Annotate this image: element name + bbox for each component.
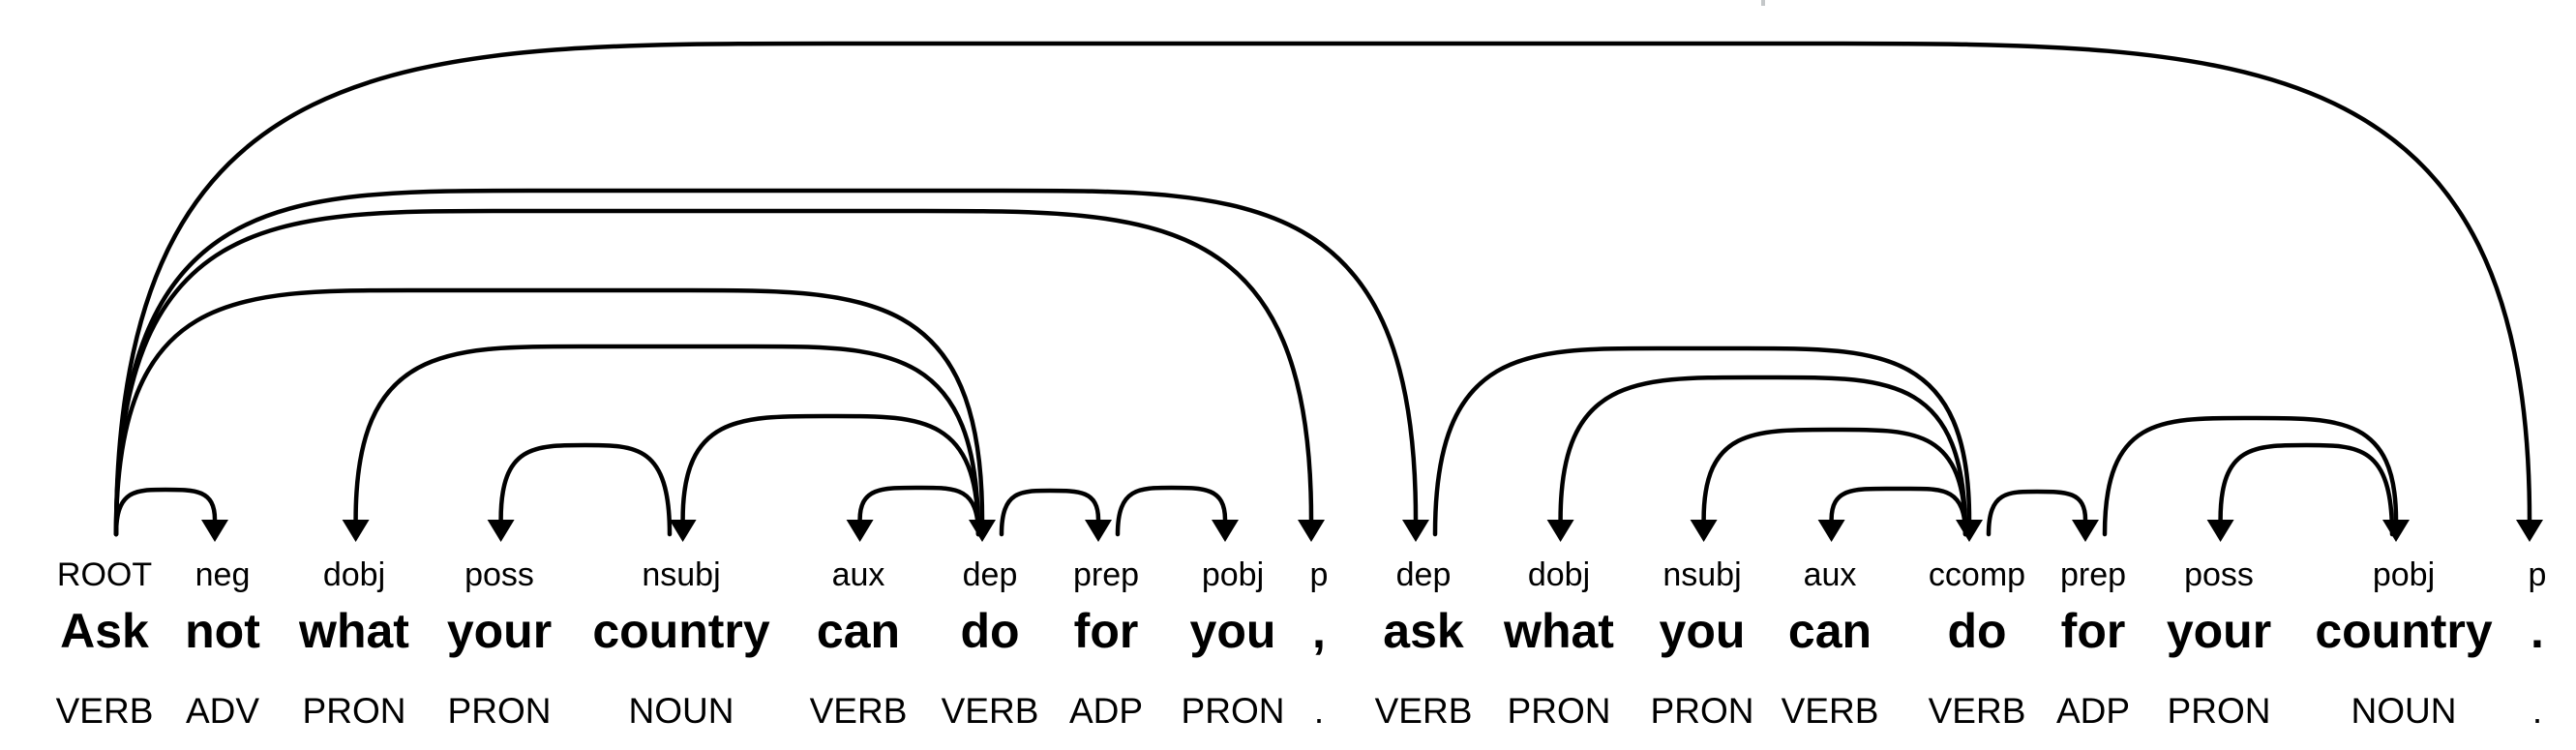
dep-label: prep bbox=[2059, 556, 2127, 593]
token-word: you bbox=[1189, 604, 1276, 658]
dep-label: p bbox=[1309, 556, 1329, 593]
pos-tag: VERB bbox=[1781, 691, 1879, 731]
arrowhead-icon bbox=[669, 520, 697, 542]
pos-tag: VERB bbox=[1374, 691, 1473, 731]
dep-label: nsubj bbox=[642, 556, 721, 593]
arrowhead-icon bbox=[1817, 520, 1845, 542]
dep-label: aux bbox=[1803, 556, 1857, 593]
token-word: do bbox=[960, 604, 1020, 658]
dependency-arc-ccomp bbox=[1432, 345, 1972, 537]
arrowhead-icon bbox=[2072, 520, 2099, 542]
dep-label: prep bbox=[1072, 556, 1140, 593]
token-word: for bbox=[2060, 604, 2126, 658]
dep-label: poss bbox=[464, 556, 534, 593]
token-word: can bbox=[1787, 604, 1872, 658]
dep-label: p bbox=[2528, 556, 2547, 593]
token-word: what bbox=[299, 604, 409, 658]
pos-tag: VERB bbox=[1928, 691, 2026, 731]
arrowhead-icon bbox=[969, 520, 996, 542]
pos-tag: NOUN bbox=[628, 691, 734, 731]
arrowhead-icon bbox=[1956, 520, 1983, 542]
pos-tag: PRON bbox=[1181, 691, 1285, 731]
dependency-arc-aux bbox=[1829, 486, 1968, 537]
dep-label: dep bbox=[1395, 556, 1452, 593]
dependency-arc-dep bbox=[113, 287, 985, 537]
dependency-arc-prep bbox=[1986, 489, 2088, 537]
dependency-arc-poss bbox=[2218, 442, 2395, 537]
pos-tag: PRON bbox=[447, 691, 552, 731]
pos-tag: VERB bbox=[809, 691, 908, 731]
arrowhead-icon bbox=[2206, 520, 2234, 542]
dependency-arc-nsubj bbox=[1701, 427, 1968, 537]
dependency-arc-neg bbox=[113, 487, 218, 537]
arrowhead-icon bbox=[487, 520, 515, 542]
pos-tag: PRON bbox=[302, 691, 406, 731]
token-word: . bbox=[2531, 604, 2544, 658]
dep-label: pobj bbox=[2372, 556, 2436, 593]
pos-tag: . bbox=[1313, 691, 1325, 731]
pos-tag: ADV bbox=[185, 691, 260, 731]
dep-label: pobj bbox=[1201, 556, 1265, 593]
pos-tag: ADP bbox=[2055, 691, 2131, 731]
dep-label: nsubj bbox=[1662, 556, 1742, 593]
dep-label: dep bbox=[962, 556, 1018, 593]
arrowhead-icon bbox=[342, 520, 370, 542]
token-word: for bbox=[1073, 604, 1139, 658]
token-word: ask bbox=[1383, 604, 1464, 658]
dep-label: ccomp bbox=[1928, 556, 2026, 593]
arrowhead-icon bbox=[1690, 520, 1718, 542]
arrowhead-icon bbox=[2516, 520, 2543, 542]
stray-mark bbox=[1761, 0, 1765, 6]
arrowhead-icon bbox=[1298, 520, 1325, 542]
dependency-arc-p bbox=[113, 208, 1314, 537]
pos-tag: NOUN bbox=[2351, 691, 2457, 731]
dependency-arc-p bbox=[113, 41, 2532, 537]
pos-tag: VERB bbox=[941, 691, 1039, 731]
arrowhead-icon bbox=[1085, 520, 1112, 542]
token-word: not bbox=[185, 604, 260, 658]
token-word: country bbox=[2315, 604, 2493, 658]
token-word: , bbox=[1312, 604, 1326, 658]
dep-label: neg bbox=[195, 556, 251, 593]
pos-tag: PRON bbox=[2167, 691, 2271, 731]
dependency-arc-pobj bbox=[2102, 415, 2399, 537]
pos-tag: ADP bbox=[1068, 691, 1144, 731]
pos-tag: . bbox=[2531, 691, 2543, 731]
arrowhead-icon bbox=[1212, 520, 1239, 542]
token-word: can bbox=[816, 604, 901, 658]
dependency-arc-poss bbox=[498, 442, 673, 537]
dependency-arc-nsubj bbox=[680, 413, 981, 537]
pos-tag: PRON bbox=[1650, 691, 1754, 731]
pos-tag: PRON bbox=[1507, 691, 1611, 731]
token-word: your bbox=[2166, 604, 2272, 658]
dependency-arc-dep bbox=[113, 188, 1419, 537]
arrowhead-icon bbox=[1546, 520, 1574, 542]
arrowhead-icon bbox=[846, 520, 874, 542]
token-word: Ask bbox=[60, 604, 149, 658]
arrowhead-icon bbox=[1402, 520, 1429, 542]
dependency-arc-dobj bbox=[1558, 375, 1968, 537]
arrowhead-icon bbox=[2382, 520, 2410, 542]
token-word: do bbox=[1947, 604, 2007, 658]
pos-tag: VERB bbox=[55, 691, 154, 731]
dependency-arc-aux bbox=[857, 485, 981, 537]
token-word: you bbox=[1659, 604, 1746, 658]
token-word: your bbox=[446, 604, 553, 658]
dependency-arc-prep bbox=[999, 488, 1101, 537]
dep-label: dobj bbox=[1527, 556, 1591, 593]
dependency-arc-dobj bbox=[353, 344, 981, 537]
token-word: what bbox=[1504, 604, 1614, 658]
dep-label: aux bbox=[831, 556, 885, 593]
dep-label: ROOT bbox=[56, 556, 153, 593]
dep-label: dobj bbox=[322, 556, 386, 593]
token-word: country bbox=[592, 604, 770, 658]
dependency-arc-pobj bbox=[1115, 485, 1228, 537]
dep-label: poss bbox=[2184, 556, 2254, 593]
arrowhead-icon bbox=[201, 520, 228, 542]
